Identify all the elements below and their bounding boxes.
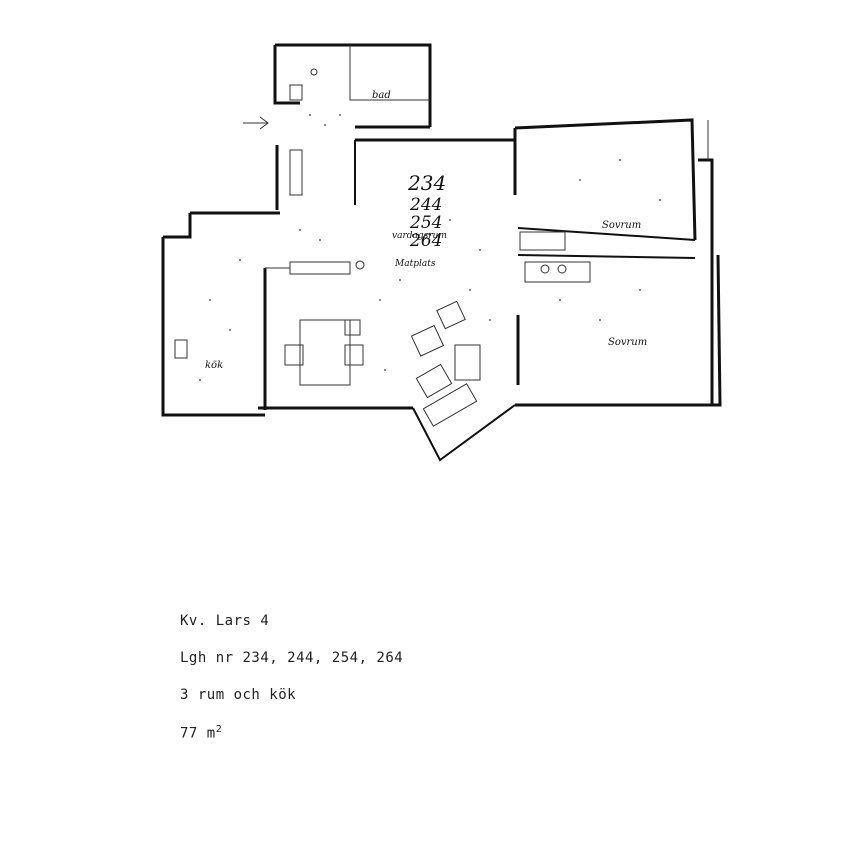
room-label-bad: bad [372, 90, 391, 101]
area: 77 m2 [180, 724, 222, 742]
entrance-arrow-icon [243, 116, 269, 130]
floor-texture [199, 114, 661, 381]
unit-number: 254 [409, 213, 442, 233]
outer-walls [161, 43, 722, 462]
apartment-numbers: Lgh nr 234, 244, 254, 264 [180, 650, 404, 666]
room-label-matplats: Matplats [394, 259, 436, 269]
room-label-vardagsrum: vardagsrum [392, 231, 447, 241]
furniture [174, 68, 591, 427]
property-name: Kv. Lars 4 [180, 613, 270, 629]
unit-number: 234 [407, 171, 446, 195]
room-label-kok: kök [205, 360, 223, 371]
unit-number: 264 [409, 231, 442, 251]
unit-number: 244 [409, 195, 442, 215]
room-label-sovrum: Sovrum [602, 220, 641, 231]
room-count: 3 rum och kök [180, 687, 297, 703]
room-label-sovrum: Sovrum [608, 337, 647, 348]
area-value: 77 m [180, 725, 216, 742]
area-unit-superscript: 2 [215, 724, 223, 735]
